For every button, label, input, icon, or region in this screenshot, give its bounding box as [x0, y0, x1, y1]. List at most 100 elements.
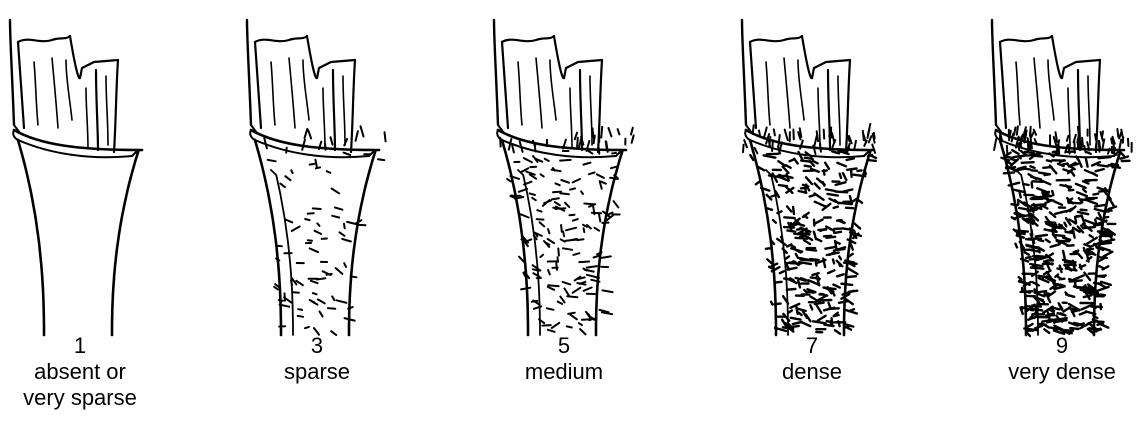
hair-mark: [347, 222, 356, 224]
hair-mark: [1043, 194, 1048, 195]
sheath-left-edge: [255, 140, 281, 335]
hair-mark: [784, 176, 792, 178]
hair-mark: [532, 198, 536, 200]
score-label: 1: [0, 333, 160, 359]
leaf-edge: [18, 42, 24, 128]
hair-mark: [833, 293, 835, 296]
hair-mark: [1017, 233, 1025, 234]
hair-mark: [775, 304, 781, 305]
hair-mark: [1104, 217, 1108, 218]
hair-mark: [1018, 156, 1021, 158]
hair-mark: [817, 305, 822, 313]
stem-illustration: [237, 0, 397, 335]
hair-mark: [315, 231, 321, 234]
leaf-edge: [750, 42, 756, 128]
hair-mark: [594, 256, 599, 258]
hair-mark: [573, 253, 579, 255]
hair-mark: [767, 195, 772, 200]
hair-mark: [1032, 305, 1041, 306]
hair-mark: [1012, 204, 1018, 205]
hair-mark: [308, 130, 311, 138]
hair-mark: [552, 323, 560, 328]
hair-mark: [573, 288, 581, 293]
hair-mark: [579, 323, 582, 325]
leaf-top-edge: [750, 36, 802, 42]
leaf-edge: [802, 36, 812, 78]
hair-mark: [789, 310, 792, 312]
stem-outline: [10, 20, 14, 125]
hair-mark: [1074, 135, 1076, 142]
hair-mark: [805, 166, 811, 167]
hair-mark: [1099, 141, 1100, 148]
hair-mark: [847, 158, 854, 160]
hair-mark: [1036, 235, 1047, 237]
leaf-vein: [1048, 60, 1054, 120]
hair-mark: [573, 179, 580, 182]
hair-mark: [759, 131, 760, 137]
hair-mark: [850, 242, 853, 249]
hair-mark: [775, 282, 782, 283]
hair-mark: [771, 302, 773, 305]
hair-mark: [817, 131, 818, 141]
stem-illustration: [484, 0, 644, 335]
score-label: 7: [732, 333, 892, 359]
hair-mark: [783, 167, 789, 173]
hair-mark: [839, 301, 847, 303]
hair-mark: [575, 133, 577, 140]
hair-mark: [1079, 160, 1082, 167]
hair-mark: [1014, 216, 1022, 219]
hair-mark: [1052, 191, 1053, 195]
hair-mark: [767, 259, 772, 263]
hair-mark: [1056, 235, 1065, 236]
hair-mark: [521, 214, 529, 217]
hair-mark: [838, 321, 839, 326]
hair-mark: [848, 268, 858, 274]
hair-mark: [1078, 212, 1088, 214]
hair-mark: [1038, 240, 1043, 241]
density-label: absent or very sparse: [0, 359, 160, 411]
hair-mark: [1028, 142, 1029, 151]
hair-mark: [834, 228, 843, 229]
hair-mark: [1031, 141, 1032, 148]
hair-mark: [835, 192, 847, 193]
leaf-vein: [784, 58, 790, 128]
hair-mark: [840, 174, 841, 178]
hair-mark: [1051, 244, 1060, 247]
hair-mark: [520, 142, 523, 152]
collar-band: [498, 130, 622, 150]
hair-mark: [804, 290, 807, 292]
hair-mark: [561, 225, 562, 232]
hair-mark: [584, 288, 592, 291]
hair-mark: [1099, 213, 1101, 218]
hair-mark: [1054, 201, 1063, 205]
hair-mark: [1063, 164, 1067, 165]
hair-mark: [796, 223, 804, 225]
hair-mark: [556, 183, 560, 185]
leaf-edge: [307, 36, 317, 78]
hair-mark: [1070, 328, 1078, 329]
hair-mark: [336, 268, 343, 274]
hair-mark: [577, 239, 583, 240]
hair-mark: [601, 182, 606, 184]
hair-mark: [1095, 134, 1096, 140]
hair-mark: [1016, 231, 1028, 232]
leaf-vein: [86, 88, 88, 148]
hair-mark: [772, 141, 773, 151]
hair-mark: [327, 171, 331, 173]
leaf-vein: [34, 62, 38, 125]
hair-mark: [530, 193, 535, 195]
hair-mark: [298, 309, 302, 310]
hair-mark: [315, 160, 317, 168]
hair-mark: [1095, 205, 1105, 207]
hair-mark: [1090, 235, 1093, 237]
hair-mark: [1026, 257, 1031, 258]
hair-mark: [563, 282, 571, 285]
hair-mark: [813, 321, 826, 323]
leaf-vein: [550, 60, 556, 120]
hair-mark: [600, 310, 609, 312]
hair-mark: [1038, 298, 1043, 300]
hair-mark: [815, 303, 824, 304]
hair-mark: [815, 184, 820, 189]
hair-mark: [1063, 307, 1070, 311]
hair-mark: [1096, 141, 1097, 147]
